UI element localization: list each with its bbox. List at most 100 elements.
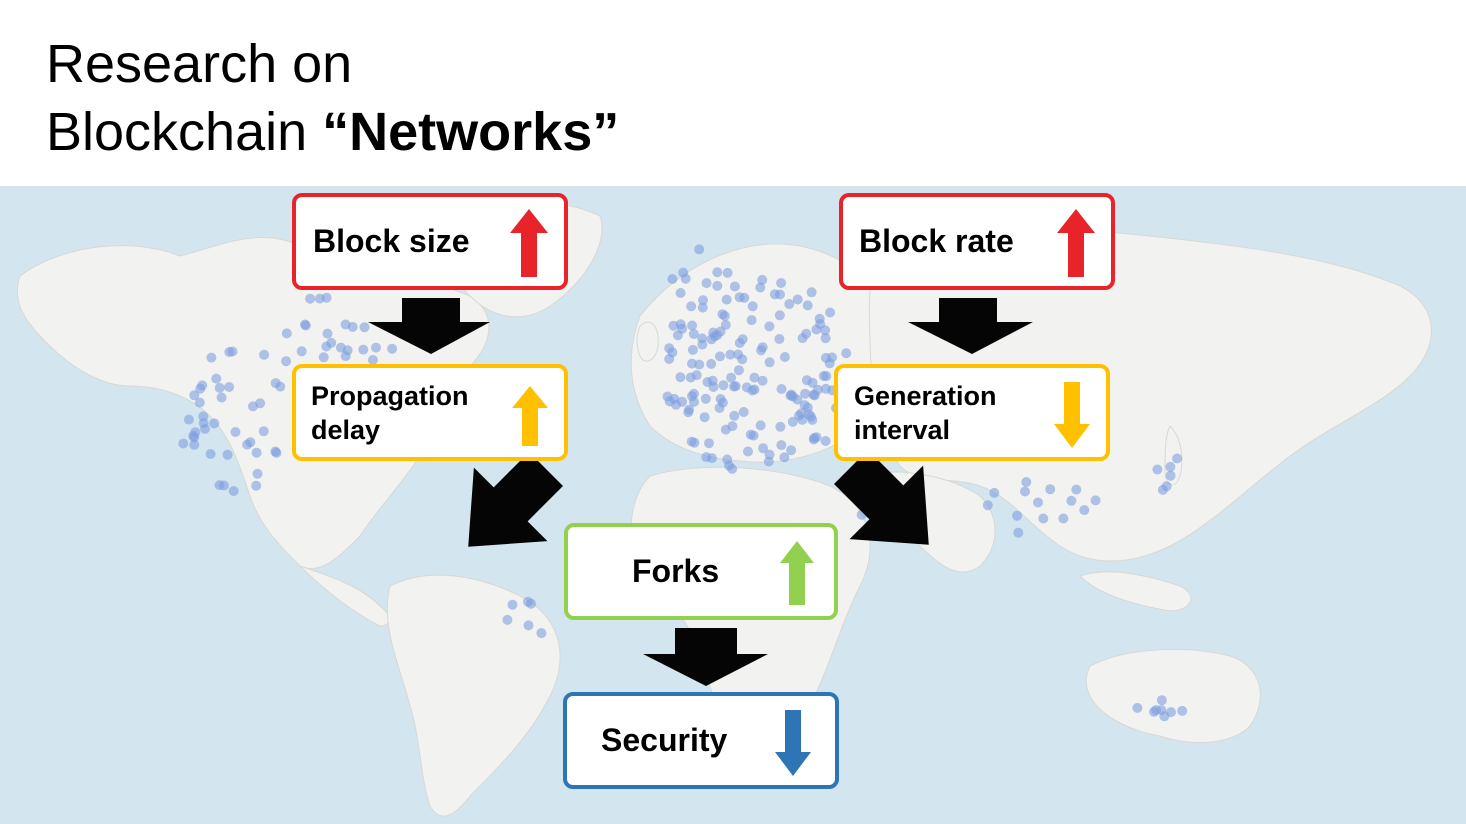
block-rate-box: Block rate [839, 193, 1115, 290]
network-node [358, 344, 369, 355]
network-node [738, 407, 749, 417]
network-node [808, 389, 819, 400]
up-arrow-icon [1057, 209, 1095, 277]
network-node [806, 411, 816, 422]
network-node [1152, 464, 1163, 475]
security-box: Security [563, 692, 839, 789]
network-node [755, 282, 766, 293]
network-node [230, 427, 241, 437]
network-node [733, 365, 744, 376]
network-node [359, 322, 370, 333]
network-node [727, 421, 738, 432]
network-node [689, 396, 699, 407]
network-node [1156, 705, 1167, 716]
network-node [717, 309, 728, 320]
network-node [704, 438, 714, 449]
network-node [178, 438, 189, 449]
network-node [774, 310, 785, 321]
propagation-delay-box: Propagation delay [292, 364, 568, 461]
network-node [796, 408, 807, 419]
network-node [757, 342, 768, 353]
network-node [523, 620, 534, 631]
network-node [211, 373, 222, 384]
network-node [729, 381, 739, 392]
network-node [242, 439, 253, 450]
network-node [216, 392, 227, 403]
network-node [296, 346, 307, 357]
network-node [1165, 461, 1176, 472]
flow-arrow-icon [368, 298, 490, 354]
up-arrow-icon [512, 386, 548, 446]
network-node [718, 380, 729, 391]
security-label: Security [601, 722, 728, 758]
network-node [825, 307, 836, 318]
network-node [1090, 495, 1101, 506]
southeast-asia [1079, 571, 1192, 612]
network-node [683, 407, 694, 418]
down-arrow-icon [775, 710, 811, 776]
network-node [688, 329, 699, 339]
network-node [787, 416, 798, 427]
network-node [1020, 486, 1030, 497]
network-node [1132, 702, 1143, 713]
network-node [321, 292, 332, 303]
network-node [218, 480, 229, 491]
network-node [715, 394, 726, 404]
network-node [743, 446, 753, 457]
network-node [801, 375, 812, 386]
network-node [714, 403, 725, 413]
network-node [755, 420, 766, 431]
network-node [281, 356, 292, 367]
generation-interval-label: Generation interval [854, 380, 997, 445]
network-node [507, 599, 518, 610]
network-node [694, 359, 705, 370]
generation-interval-box: Generation interval [834, 364, 1110, 461]
block-rate-label: Block rate [859, 223, 1014, 259]
network-node [797, 333, 808, 344]
network-node [747, 301, 758, 312]
network-node [687, 358, 697, 369]
network-node [729, 281, 740, 292]
network-node [699, 412, 710, 423]
network-node [687, 344, 698, 355]
network-node [776, 384, 787, 394]
network-node [251, 447, 262, 458]
network-node [769, 289, 780, 300]
network-node [806, 287, 817, 298]
network-node [749, 372, 760, 383]
network-node [281, 328, 292, 339]
network-node [371, 342, 381, 353]
network-node [1157, 484, 1168, 495]
network-node [1033, 497, 1043, 508]
network-node [536, 628, 547, 639]
forks-label: Forks [632, 553, 720, 589]
network-node [258, 426, 269, 437]
network-node [668, 320, 679, 331]
network-node [697, 302, 708, 313]
south-america [386, 574, 561, 817]
network-node [701, 278, 712, 289]
network-node [697, 333, 708, 344]
network-node [687, 320, 698, 331]
network-node [841, 348, 852, 359]
network-node [189, 390, 200, 401]
network-node [183, 414, 194, 425]
flow-arrow-icon [643, 628, 768, 686]
network-node [194, 397, 205, 408]
uk [636, 321, 659, 362]
down-arrow-icon [1054, 382, 1090, 448]
network-node [792, 294, 803, 305]
network-node [1079, 505, 1090, 516]
network-node [775, 421, 786, 432]
network-node [712, 330, 723, 341]
network-node [989, 487, 1000, 498]
network-node [678, 267, 689, 278]
network-node [722, 267, 733, 278]
network-node [982, 500, 993, 511]
network-node [1071, 484, 1082, 495]
network-node [688, 388, 699, 399]
network-node [209, 418, 220, 429]
network-node [708, 382, 719, 392]
up-arrow-icon [510, 209, 548, 277]
